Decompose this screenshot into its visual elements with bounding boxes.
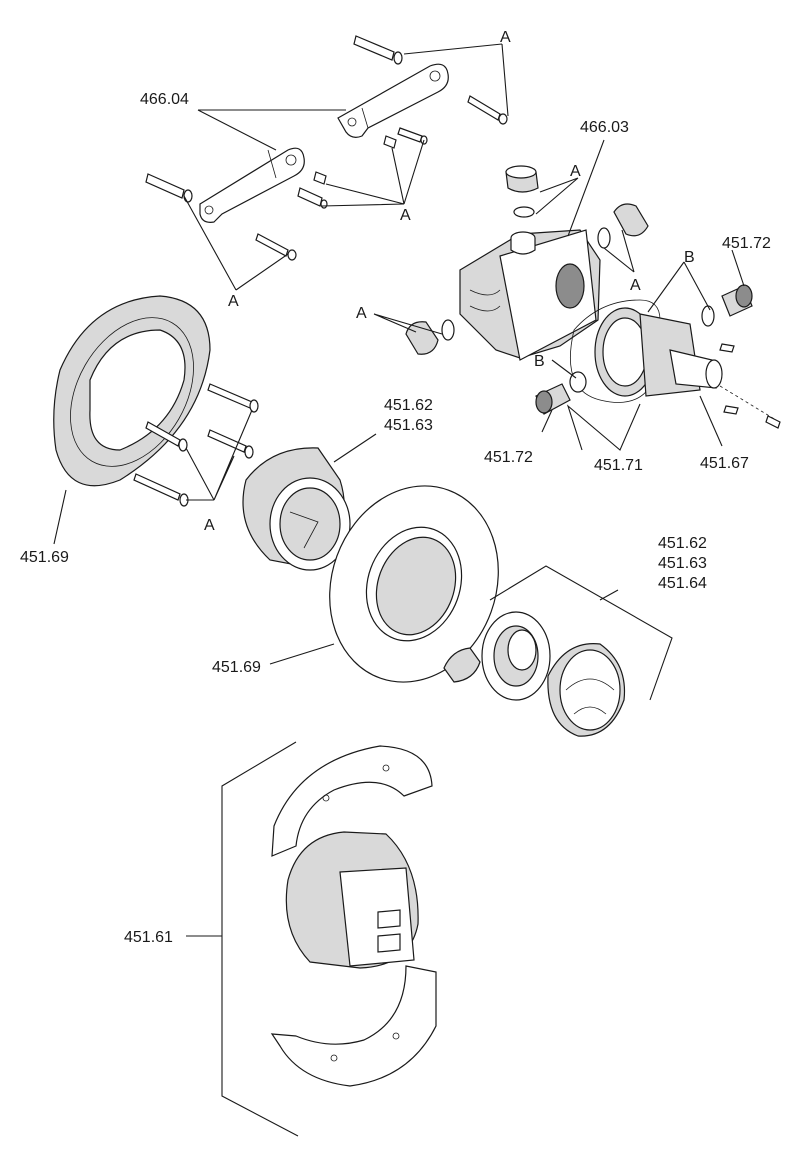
label-knob-line3: 451.64 [658, 575, 707, 592]
label-sleeve-line1: 451.62 [384, 397, 433, 414]
label-knob-line1: 451.62 [658, 535, 707, 552]
label-fixings-screws: A [400, 207, 411, 224]
cover-plate [329, 485, 499, 683]
shroud-body [285, 831, 419, 969]
mounting-ring [53, 295, 211, 487]
label-bracket: 466.04 [140, 91, 189, 108]
filter-left [535, 371, 587, 415]
valve-body [459, 229, 601, 361]
label-sleeve-line2: 451.63 [384, 417, 433, 434]
shroud-upper-half [271, 745, 433, 857]
label-fixings-ring-screws: A [204, 517, 215, 534]
flow-knob [547, 643, 626, 737]
part-labels: 466.04 A A 466.03 A A A B B 451.72 451.7… [20, 29, 771, 946]
label-knob-line2: 451.63 [658, 555, 707, 572]
label-cover-plate: 451.69 [212, 659, 261, 676]
compression-fittings [405, 165, 649, 355]
ring-screws [133, 383, 259, 507]
label-cartridge: 451.71 [594, 457, 643, 474]
label-cover: 451.61 [124, 929, 173, 946]
sleeve [242, 447, 351, 571]
label-filter-left: 451.72 [484, 449, 533, 466]
label-fixings-ring: A [228, 293, 239, 310]
label-ring: 451.69 [20, 549, 69, 566]
label-fixings-right: A [630, 277, 641, 294]
label-valve-body: 466.03 [580, 119, 629, 136]
small-screws-right [719, 343, 739, 415]
wall-plugs-and-screws [145, 35, 508, 261]
wall-bracket-upper [337, 63, 449, 138]
shroud-lower-half [270, 965, 437, 1087]
wall-bracket-lower [199, 147, 305, 223]
temperature-knob [443, 611, 551, 701]
label-fixings-nut: A [570, 163, 581, 180]
label-filter-right: 451.72 [722, 235, 771, 252]
label-seals-lower: B [534, 353, 545, 370]
thermostatic-cartridge [570, 299, 781, 429]
leader-lines [53, 43, 745, 1137]
label-fixings-top: A [500, 29, 511, 46]
label-fixings-left: A [356, 305, 367, 322]
filter-right [701, 284, 753, 327]
label-seals-upper: B [684, 249, 695, 266]
label-spindle: 451.67 [700, 455, 749, 472]
